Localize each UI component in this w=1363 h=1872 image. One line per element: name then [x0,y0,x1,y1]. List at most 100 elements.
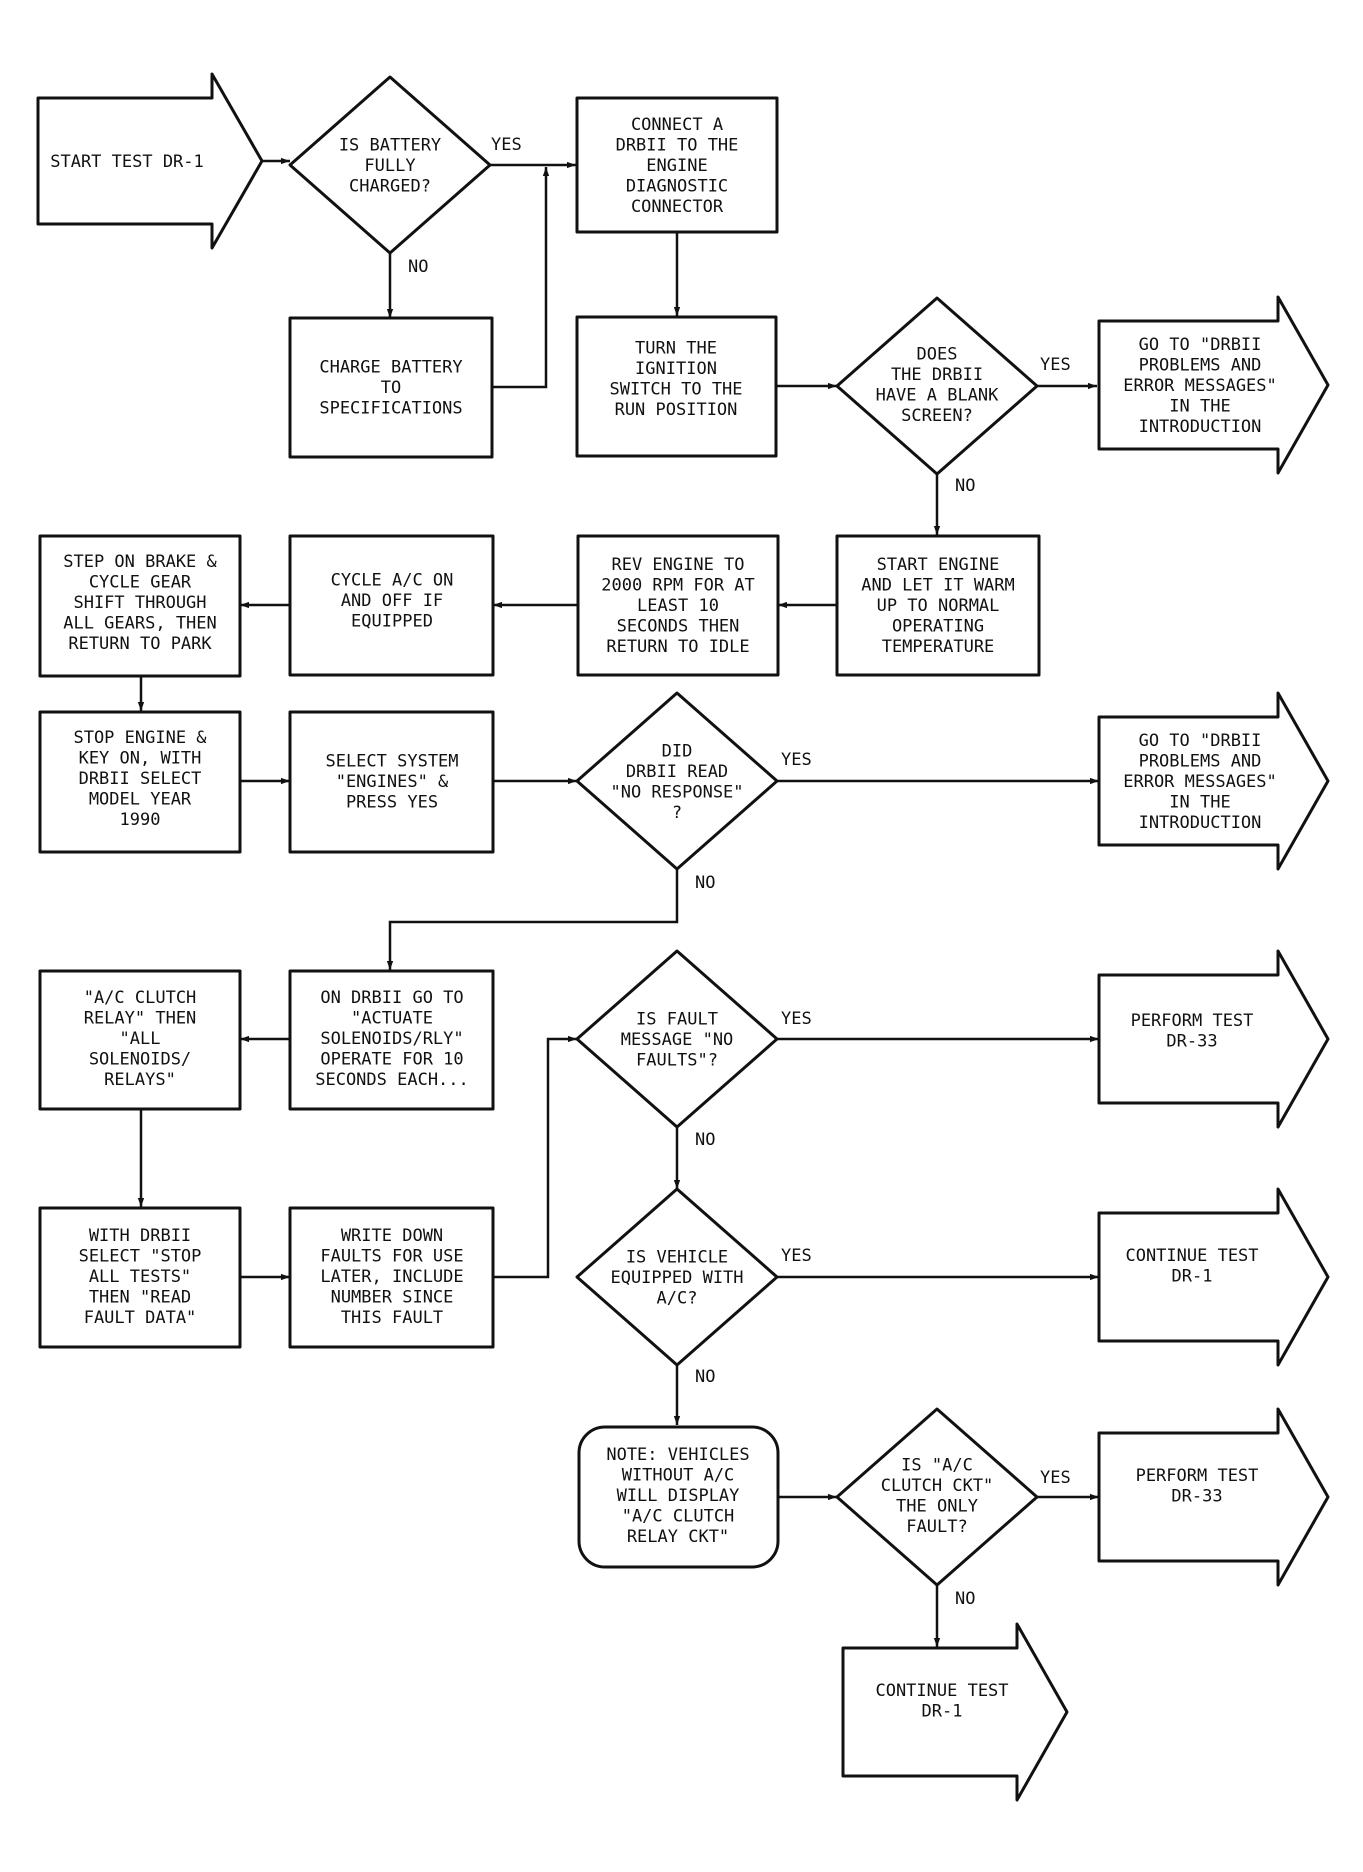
node-text-line: REV ENGINE TO [611,555,744,575]
node-text-line: AND LET IT WARM [861,576,1015,596]
node-text-line: SELECT SYSTEM [325,752,458,772]
node-text-line: NUMBER SINCE [331,1288,454,1308]
node-text-line: MESSAGE "NO [621,1030,734,1050]
node-text-line: PRESS YES [346,793,438,813]
connector-noresp-no [386,869,679,970]
node-text-line: IS "A/C [901,1455,973,1475]
node-text-line: TEMPERATURE [882,637,995,657]
node-text-line: ON DRBII GO TO [320,988,463,1008]
select-system-label: SELECT SYSTEM"ENGINES" &PRESS YES [325,752,458,813]
node-text-line: WITH DRBII [89,1226,191,1246]
start-test-label: START TEST DR-1 [50,152,204,172]
node-text-line: MODEL YEAR [89,790,192,810]
yes-label-clutch: YES [1040,1468,1071,1488]
node-text-line: NOTE: VEHICLES [606,1445,749,1465]
node-text-line: DID [662,741,693,761]
node-text-line: THEN "READ [89,1288,191,1308]
node-text-line: CONTINUE TEST [1125,1246,1258,1266]
node-text-line: "A/C CLUTCH [84,988,197,1008]
no-label-equipped: NO [695,1367,715,1387]
node-text-line: EQUIPPED [351,612,433,632]
node-text-line: DRBII READ [626,762,728,782]
node-text-line: INTRODUCTION [1139,813,1262,833]
node-text-line: SOLENOIDS/RLY" [320,1029,463,1049]
no-label-clutch: NO [955,1589,975,1609]
node-text-line: UP TO NORMAL [877,596,1000,616]
node-text-line: STOP ENGINE & [73,728,207,748]
node-text-line: CONNECTOR [631,197,724,217]
node-text-line: SECONDS THEN [617,617,740,637]
node-text-line: 1990 [120,810,161,830]
node-text-line: FAULTS FOR USE [320,1247,463,1267]
node-text-line: IGNITION [635,359,717,379]
node-text-line: "ALL [120,1029,161,1049]
node-text-line: RELAY" THEN [84,1009,197,1029]
node-text-line: INTRODUCTION [1139,417,1262,437]
no-label-battery: NO [408,257,428,277]
node-text-line: HAVE A BLANK [876,385,1000,405]
connectors [137,157,1099,1647]
node-text-line: RUN POSITION [615,400,738,420]
node-text-line: WILL DISPLAY [617,1486,740,1506]
branch-labels: YES NO YES NO YES NO YES NO YES NO YES N… [408,135,1071,1609]
node-text-line: FAULT? [906,1517,967,1537]
node-text-line: RETURN TO PARK [68,634,212,654]
node-text-line: DIAGNOSTIC [626,177,728,197]
node-text-line: RELAY CKT" [627,1527,729,1547]
node-text-line: FAULT DATA" [84,1308,197,1328]
node-text-line: SOLENOIDS/ [89,1050,191,1070]
node-text-line: AND OFF IF [341,591,443,611]
node-text-line: CHARGE BATTERY [319,358,462,378]
node-text-line: 2000 RPM FOR AT [601,576,755,596]
connector-write-to-faults [493,1035,577,1279]
select-system-box: SELECT SYSTEM"ENGINES" &PRESS YES [288,710,495,854]
node-text-line: CONTINUE TEST [875,1681,1008,1701]
node-text-line: ENGINE [646,156,707,176]
node-text-line: CYCLE A/C ON [331,571,454,591]
node-text-line: OPERATING [892,617,984,637]
node-text-line: CHARGED? [349,177,431,197]
node-text-line: DR-33 [1166,1031,1217,1051]
node-text-line: TURN THE [635,338,717,358]
node-text-line: WRITE DOWN [341,1226,443,1246]
node-text-line: IS VEHICLE [626,1248,728,1268]
connector-charge-return [492,167,550,389]
yes-label-battery: YES [491,135,522,155]
node-text-line: START TEST DR-1 [50,152,204,172]
node-text-line: DR-1 [922,1701,963,1721]
node-text-line: SPECIFICATIONS [319,399,462,419]
node-text-line: IS BATTERY [339,136,441,156]
